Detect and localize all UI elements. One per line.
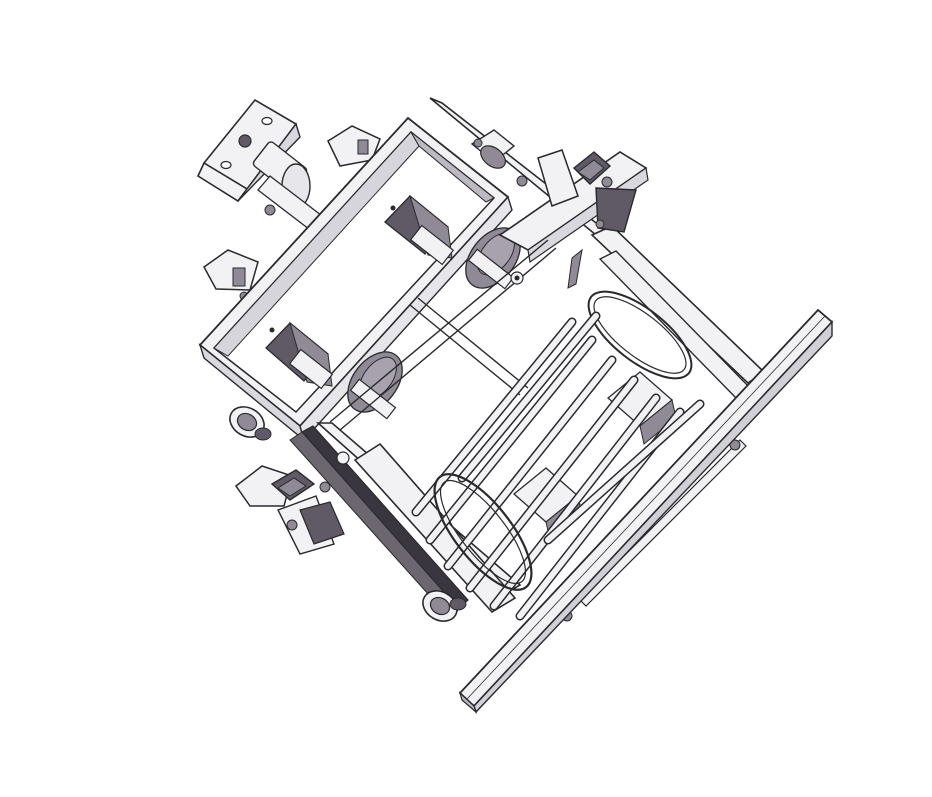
metering-disc-lower [347,351,403,420]
cage-rod [467,377,637,591]
left-mid-clamp-assembly [234,465,345,555]
bottom-drive-sprocket [422,590,467,622]
top-right-clamp-assembly [537,149,637,289]
cage-rods [411,311,705,621]
upper-hanger-plate-1 [327,125,381,167]
cage-rod [491,395,659,609]
cage-rod [445,357,615,569]
hopper-pocket-lower [265,321,334,390]
bearing-block-top-2 [510,271,524,285]
bearing-block-top-1 [470,129,528,187]
cage-rod [545,401,703,543]
cage-rod [459,313,599,481]
cage-rod [427,337,595,543]
front-tool-beam [458,308,834,714]
metering-disc-upper [465,227,521,290]
cage-rod [413,319,575,515]
top-left-mounting-bracket [196,98,331,237]
bolt-hole [238,134,252,148]
hopper-pocket-upper [384,194,455,266]
left-drive-sprocket [229,406,272,441]
cage-roller [411,290,747,622]
